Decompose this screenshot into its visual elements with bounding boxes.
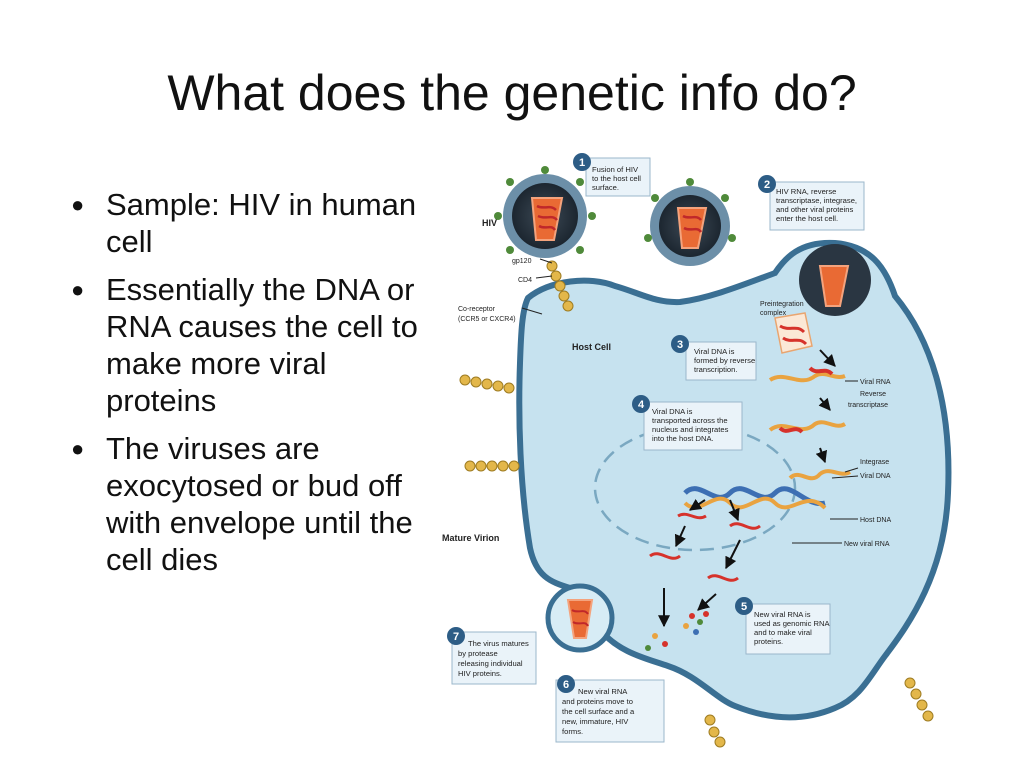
mature-virion (545, 583, 615, 653)
label-mature-virion: Mature Virion (442, 533, 499, 543)
label-coreceptor-2: (CCR5 or CXCR4) (458, 316, 516, 323)
label-preintegration-2: complex (760, 310, 787, 317)
step-text: nucleus and integrates (652, 425, 729, 434)
step-text: the cell surface and a (562, 707, 635, 716)
hiv-virion-fusing (644, 178, 736, 266)
membrane-receptor-chain (459, 374, 934, 748)
step-number: 5 (741, 601, 747, 613)
label-host-cell: Host Cell (572, 342, 611, 352)
reverse-transcription-strand (768, 420, 847, 432)
step-text: transcription. (694, 365, 737, 374)
bullet-text: The viruses are exocytosed or bud off wi… (106, 431, 413, 577)
label-cd4: CD4 (518, 277, 532, 284)
step-text: proteins. (754, 637, 783, 646)
step-number: 6 (563, 679, 569, 691)
label-hiv: HIV (482, 218, 497, 228)
step-box-6: 6 New viral RNA and proteins move to the… (555, 675, 665, 743)
bullet-list: ● Sample: HIV in human cell ● Essentially … (68, 186, 428, 589)
viral-protein-dots (645, 611, 709, 651)
bullet-text: Essentially the DNA or RNA causes the ce… (106, 272, 418, 418)
host-dna-helix (683, 486, 826, 506)
step-box-4: 4 Viral DNA is transported across the nu… (632, 395, 743, 451)
step-text: formed by reverse (694, 356, 755, 365)
virion-entry-bud (799, 244, 871, 316)
label-viral-dna: Viral DNA (860, 473, 891, 480)
step-box-2: 2 HIV RNA, reverse transcriptase, integr… (758, 175, 865, 231)
label-viral-rna: Viral RNA (860, 379, 891, 386)
step-text: New viral RNA (578, 687, 628, 696)
step-text: Fusion of HIV (592, 165, 639, 174)
step-box-3: 3 Viral DNA is formed by reverse transcr… (671, 335, 757, 381)
step-text: by protease (458, 649, 498, 658)
label-reverse-1: Reverse (860, 391, 886, 398)
label-host-dna: Host DNA (860, 517, 891, 524)
step-text: transcriptase, integrase, (776, 196, 857, 205)
bullet-text: Sample: HIV in human cell (106, 187, 417, 259)
cd4-receptor-chain (546, 260, 574, 312)
viral-rna-strand (768, 372, 846, 383)
bullet-dot-icon: ● (71, 277, 85, 302)
step-text: into the host DNA. (652, 434, 714, 443)
step-number: 3 (677, 339, 683, 351)
step-text: transported across the (652, 416, 728, 425)
step-box-5: 5 New viral RNA is used as genomic RNA a… (735, 597, 831, 655)
bullet-item: ● The viruses are exocytosed or bud off w… (68, 430, 428, 578)
bullet-item: ● Sample: HIV in human cell (68, 186, 428, 260)
step-text: and other viral proteins (776, 205, 853, 214)
step-box-1: 1 Fusion of HIV to the host cell surface… (573, 153, 651, 197)
step-text: and to make viral (754, 628, 812, 637)
step-text: releasing individual (458, 659, 523, 668)
label-gp120: gp120 (512, 258, 532, 265)
preintegration-complex (774, 312, 813, 354)
viral-dna-strand (788, 469, 852, 481)
new-viral-rna (649, 512, 761, 582)
step-number: 7 (453, 631, 459, 643)
bullet-dot-icon: ● (71, 436, 85, 461)
step-text: surface. (592, 183, 619, 192)
label-preintegration-1: Preintegration (760, 301, 804, 308)
hiv-lifecycle-diagram: HIV gp120 CD4 Co-receptor (CCR5 or CXCR4… (442, 153, 952, 748)
step-text: new, immature, HIV (562, 717, 629, 726)
label-integrase: Integrase (860, 459, 889, 466)
label-coreceptor-1: Co-receptor (458, 306, 496, 313)
step-number: 4 (638, 399, 645, 411)
step-number: 1 (579, 157, 585, 169)
host-cell-membrane (516, 239, 952, 721)
step-text: used as genomic RNA (754, 619, 830, 628)
step-text: HIV RNA, reverse (776, 187, 836, 196)
label-reverse-2: transcriptase (848, 402, 888, 409)
step-text: Viral DNA is (694, 347, 735, 356)
step-box-7: 7 The virus matures by protease releasin… (447, 627, 537, 685)
step-text: to the host cell (592, 174, 641, 183)
step-text: forms. (562, 727, 583, 736)
hiv-virion (494, 166, 596, 258)
bullet-item: ● Essentially the DNA or RNA causes the c… (68, 271, 428, 419)
step-text: and proteins move to (562, 697, 633, 706)
step-number: 2 (764, 179, 770, 191)
step-text: enter the host cell. (776, 214, 838, 223)
bullet-dot-icon: ● (71, 192, 85, 217)
label-new-viral-rna: New viral RNA (844, 541, 890, 548)
step-text: Viral DNA is (652, 407, 693, 416)
step-text: The virus matures (468, 639, 529, 648)
step-text: HIV proteins. (458, 669, 502, 678)
slide-title: What does the genetic info do? (167, 65, 857, 121)
step-text: New viral RNA is (754, 610, 811, 619)
